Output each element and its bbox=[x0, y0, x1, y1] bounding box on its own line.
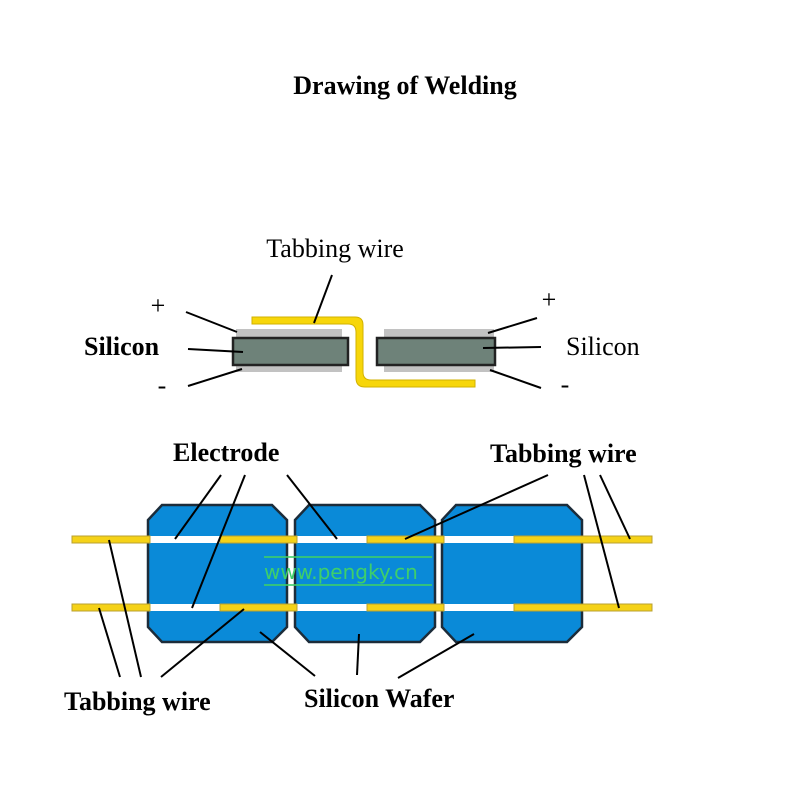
left-silicon-leader bbox=[187, 348, 244, 353]
electrode-leader-2 bbox=[191, 474, 246, 609]
left-minus-leader bbox=[187, 368, 243, 387]
tabbing-wire-bottom-leader-2 bbox=[108, 539, 142, 678]
watermark-text: www.pengky.cn bbox=[264, 560, 418, 584]
silicon-wafer-leader-2 bbox=[356, 633, 360, 676]
tabbing-wire-3-top bbox=[513, 535, 653, 544]
left-plus-label: + bbox=[151, 291, 166, 320]
cross-section: Tabbing wire + Silicon - + Silicon - bbox=[84, 234, 640, 400]
electrode-3-bottom bbox=[444, 604, 514, 611]
electrode-1-top bbox=[150, 536, 220, 543]
silicon-wafer-label: Silicon Wafer bbox=[304, 684, 454, 713]
left-minus-label: - bbox=[158, 371, 167, 400]
electrode-3-top bbox=[444, 536, 514, 543]
tabbing-wire-cross-section bbox=[251, 316, 476, 388]
tabbing-wire-leader bbox=[313, 274, 333, 324]
tabbing-wire-bottom-label: Tabbing wire bbox=[64, 687, 211, 716]
electrode-2-bottom bbox=[297, 604, 367, 611]
diagram-title: Drawing of Welding bbox=[293, 71, 516, 100]
left-bottom-layer bbox=[236, 362, 342, 372]
tabbing-wire-bottom-leader-3 bbox=[160, 608, 245, 678]
right-silicon-leader bbox=[482, 346, 542, 349]
left-silicon-cell bbox=[231, 336, 350, 367]
silicon-wafer-leader-1 bbox=[259, 631, 316, 677]
right-silicon-label: Silicon bbox=[566, 332, 640, 361]
right-plus-label: + bbox=[542, 285, 557, 314]
tabbing-wire-top-leader-3 bbox=[599, 474, 631, 540]
tabbing-wire-2-bottom bbox=[366, 603, 445, 612]
left-silicon-label: Silicon bbox=[84, 332, 160, 361]
string-view: www.pengky.cn Electrode Tabbing wire Tab… bbox=[64, 438, 653, 716]
electrode-leader-3 bbox=[286, 474, 338, 540]
electrode-leader-1 bbox=[174, 474, 222, 540]
tabbing-wire-lead-bottom bbox=[71, 603, 151, 612]
tabbing-wire-label-top: Tabbing wire bbox=[266, 234, 404, 263]
electrode-2-top bbox=[297, 536, 367, 543]
tabbing-wire-top-leader-1 bbox=[404, 474, 549, 540]
tabbing-wire-bottom-leader-1 bbox=[98, 607, 121, 678]
right-silicon-cell bbox=[375, 336, 497, 367]
electrode-1-bottom bbox=[150, 604, 220, 611]
silicon-wafer-leader-3 bbox=[397, 633, 475, 679]
right-plus-leader bbox=[487, 317, 538, 334]
tabbing-wire-lead-top bbox=[71, 535, 151, 544]
electrode-label: Electrode bbox=[173, 438, 279, 467]
right-minus-label: - bbox=[561, 370, 570, 399]
tabbing-wire-top-leader-2 bbox=[583, 474, 620, 609]
silicon-wafer-3 bbox=[440, 503, 584, 644]
right-minus-leader bbox=[489, 369, 542, 389]
right-bottom-layer bbox=[384, 362, 494, 372]
tabbing-wire-top-label: Tabbing wire bbox=[490, 439, 637, 468]
left-plus-leader bbox=[185, 311, 238, 333]
tabbing-wire-1-bottom bbox=[219, 603, 298, 612]
tabbing-wire-1-top bbox=[219, 535, 298, 544]
tabbing-wire-3-bottom bbox=[513, 603, 653, 612]
